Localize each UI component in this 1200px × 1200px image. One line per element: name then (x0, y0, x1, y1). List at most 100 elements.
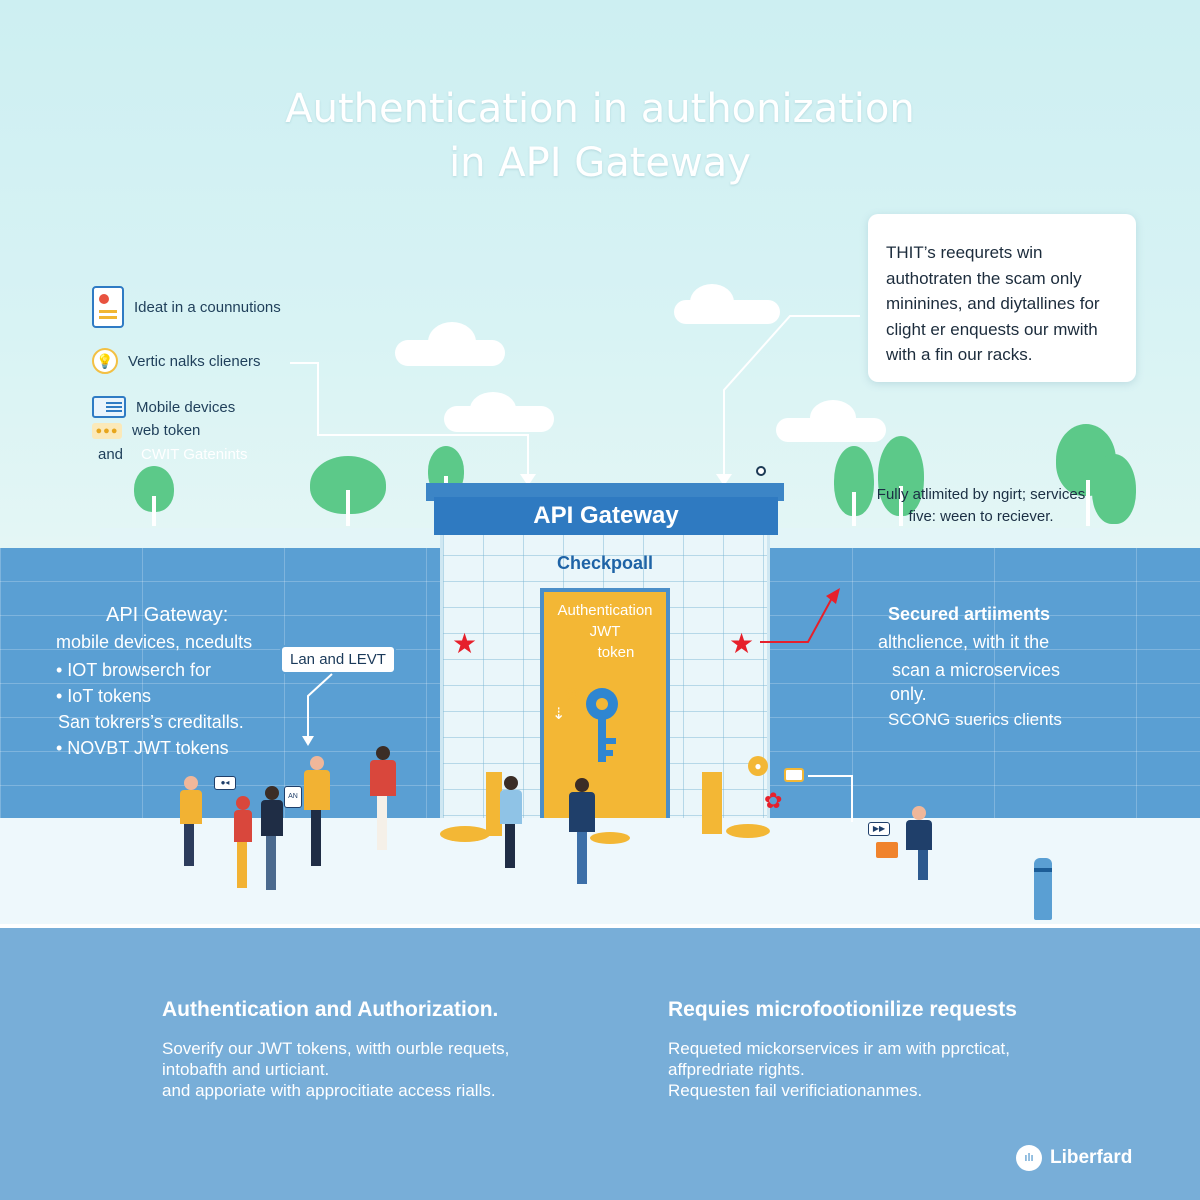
legend-faded-label: CWIT Gatenints (141, 446, 248, 463)
bottom-right-line: affpredriate rights. (668, 1060, 805, 1079)
coin-stack (590, 832, 630, 844)
legend-label: and (98, 446, 124, 463)
left-panel-line: • IOT browserch for (56, 660, 212, 680)
legend-label: Vertic nalks cliеners (128, 352, 261, 370)
cloud (470, 392, 516, 426)
brand-name: Liberfard (1050, 1147, 1133, 1168)
bottom-right-line: Requesten fail verificiationanmes. (668, 1081, 923, 1100)
brand-logo: ılı Liberfard (1016, 1145, 1132, 1171)
connector-line (808, 775, 853, 822)
coin-stack (486, 772, 502, 836)
right-panel-line: althclience, with it the (878, 632, 1050, 652)
checkpoint-label: Checkpoall (556, 553, 654, 573)
door-label-line: token (597, 644, 635, 661)
legend-item: and CWIT Gatenints (98, 446, 247, 463)
bottom-right-body: Requeted mickorservices ir am with pprct… (668, 1038, 1017, 1101)
title-line-1: Authentication in authonization (285, 86, 915, 132)
left-panel-line: San tokrers’s creditalls. (58, 712, 244, 732)
person-figure (566, 778, 598, 884)
left-panel-line: • IoT tokens (56, 686, 152, 706)
video-icon: ▶▶ (868, 822, 890, 836)
coin-stack (702, 772, 722, 834)
bottom-left-line: intobafth and urticiant. (162, 1060, 330, 1079)
door-label: Authentication JWT token (540, 600, 670, 663)
bottom-left-line: and apporiate with approcitiate access r… (162, 1081, 496, 1100)
bubble-line: THIT’s reequrets win (886, 243, 1043, 262)
tree (834, 446, 874, 526)
star-icon: ★ (452, 628, 478, 659)
cloud (690, 284, 734, 320)
tree (310, 456, 386, 526)
key-icon (586, 688, 618, 762)
ground-edge (0, 924, 1200, 930)
cloud (428, 322, 476, 362)
right-caption-line: Fully atlimited by ngirt; services (876, 486, 1086, 503)
bollard (1034, 858, 1052, 920)
red-connector (760, 588, 840, 643)
gateway-sign: API Gateway (434, 497, 778, 535)
id-card-icon (92, 396, 126, 418)
document-icon (92, 286, 124, 328)
bubble-line: with a fin our racks. (886, 345, 1033, 364)
coin-stack (440, 826, 490, 842)
callout-label: Lan and LEVT (280, 645, 396, 674)
bottom-left-body: Soverify our JWT tokens, witth ourble re… (162, 1038, 509, 1101)
person-figure (366, 746, 400, 850)
legend-item: 💡 Vertic nalks cliеners (92, 348, 261, 374)
page-title: Authentication in authonization in API G… (0, 82, 1200, 190)
phone-icon: AN (284, 786, 302, 808)
person-figure (176, 776, 206, 866)
bubble-line: authotraten the scam only (886, 268, 1082, 288)
door-label-line: Authentication (557, 602, 653, 619)
flower-icon: ✿ (764, 788, 783, 813)
legend-item: Ideat in a counnutions (92, 286, 281, 328)
callout-arrow (302, 673, 333, 746)
bottom-right-column: Requies microfootionilize requests Reque… (668, 998, 1017, 1101)
right-panel-line: Secured artiiments (888, 604, 1051, 624)
person-figure (300, 756, 334, 866)
title-line-2: in API Gateway (449, 140, 751, 186)
arrow-head (716, 474, 732, 486)
message-icon (784, 768, 804, 782)
right-caption-line: five: ween to reciever. (908, 508, 1054, 525)
coin-stack (726, 824, 770, 838)
bottom-left-line: Soverify our JWT tokens, witth ourble re… (162, 1039, 510, 1058)
cloud (810, 400, 856, 436)
brand-mark-icon: ılı (1016, 1145, 1042, 1171)
bubble-line: mininines, and diytallines for (886, 294, 1100, 313)
person-figure (258, 786, 286, 890)
arrow-head (520, 474, 536, 486)
chat-icon: ●◂ (214, 776, 236, 790)
arrow-down-icon: ⇣ (552, 706, 566, 723)
tree (878, 436, 924, 526)
token-icon: ●●● (92, 422, 122, 439)
antenna-icon (756, 466, 766, 476)
lightbulb-icon: 💡 (92, 348, 118, 374)
bubble-line: clight er enquests our mwith (886, 319, 1098, 339)
right-panel-line: scan a microservices (892, 660, 1061, 680)
legend-item: Mobile devices (92, 396, 235, 418)
left-panel-line: mobile devices, ncedults (56, 632, 253, 652)
person-figure (230, 796, 256, 888)
right-caption: Fully atlimited by ngirt; services five:… (826, 484, 1136, 528)
connector-line (290, 362, 529, 478)
laptop-icon (876, 842, 898, 858)
legend-label: Mobile devices (136, 398, 236, 416)
right-panel-line: SCONG suerics clients (888, 710, 1062, 729)
left-panel-heading: API Gateway: (106, 604, 229, 626)
bottom-right-heading: Requies microfootionilize requests (668, 998, 1017, 1021)
right-panel-line: only. (890, 684, 927, 704)
door-label-line: JWT (589, 623, 621, 640)
legend-label: web token (132, 422, 201, 439)
star-icon: ★ (729, 628, 755, 659)
bottom-left-column: Authentication and Authorization. Soveri… (162, 998, 509, 1101)
person-figure (496, 776, 526, 868)
tree (134, 466, 174, 526)
bottom-section (0, 928, 1200, 1200)
bottom-right-line: Requeted mickorservices ir am with pprct… (668, 1039, 1011, 1058)
legend-item: ●●● web token (92, 422, 200, 439)
gateway-roof (426, 483, 784, 501)
bottom-left-heading: Authentication and Authorization. (162, 998, 499, 1021)
left-panel-line: • NOVBT JWT tokens (56, 738, 229, 758)
info-bubble: THIT’s reequrets win authotraten the sca… (868, 214, 1136, 382)
